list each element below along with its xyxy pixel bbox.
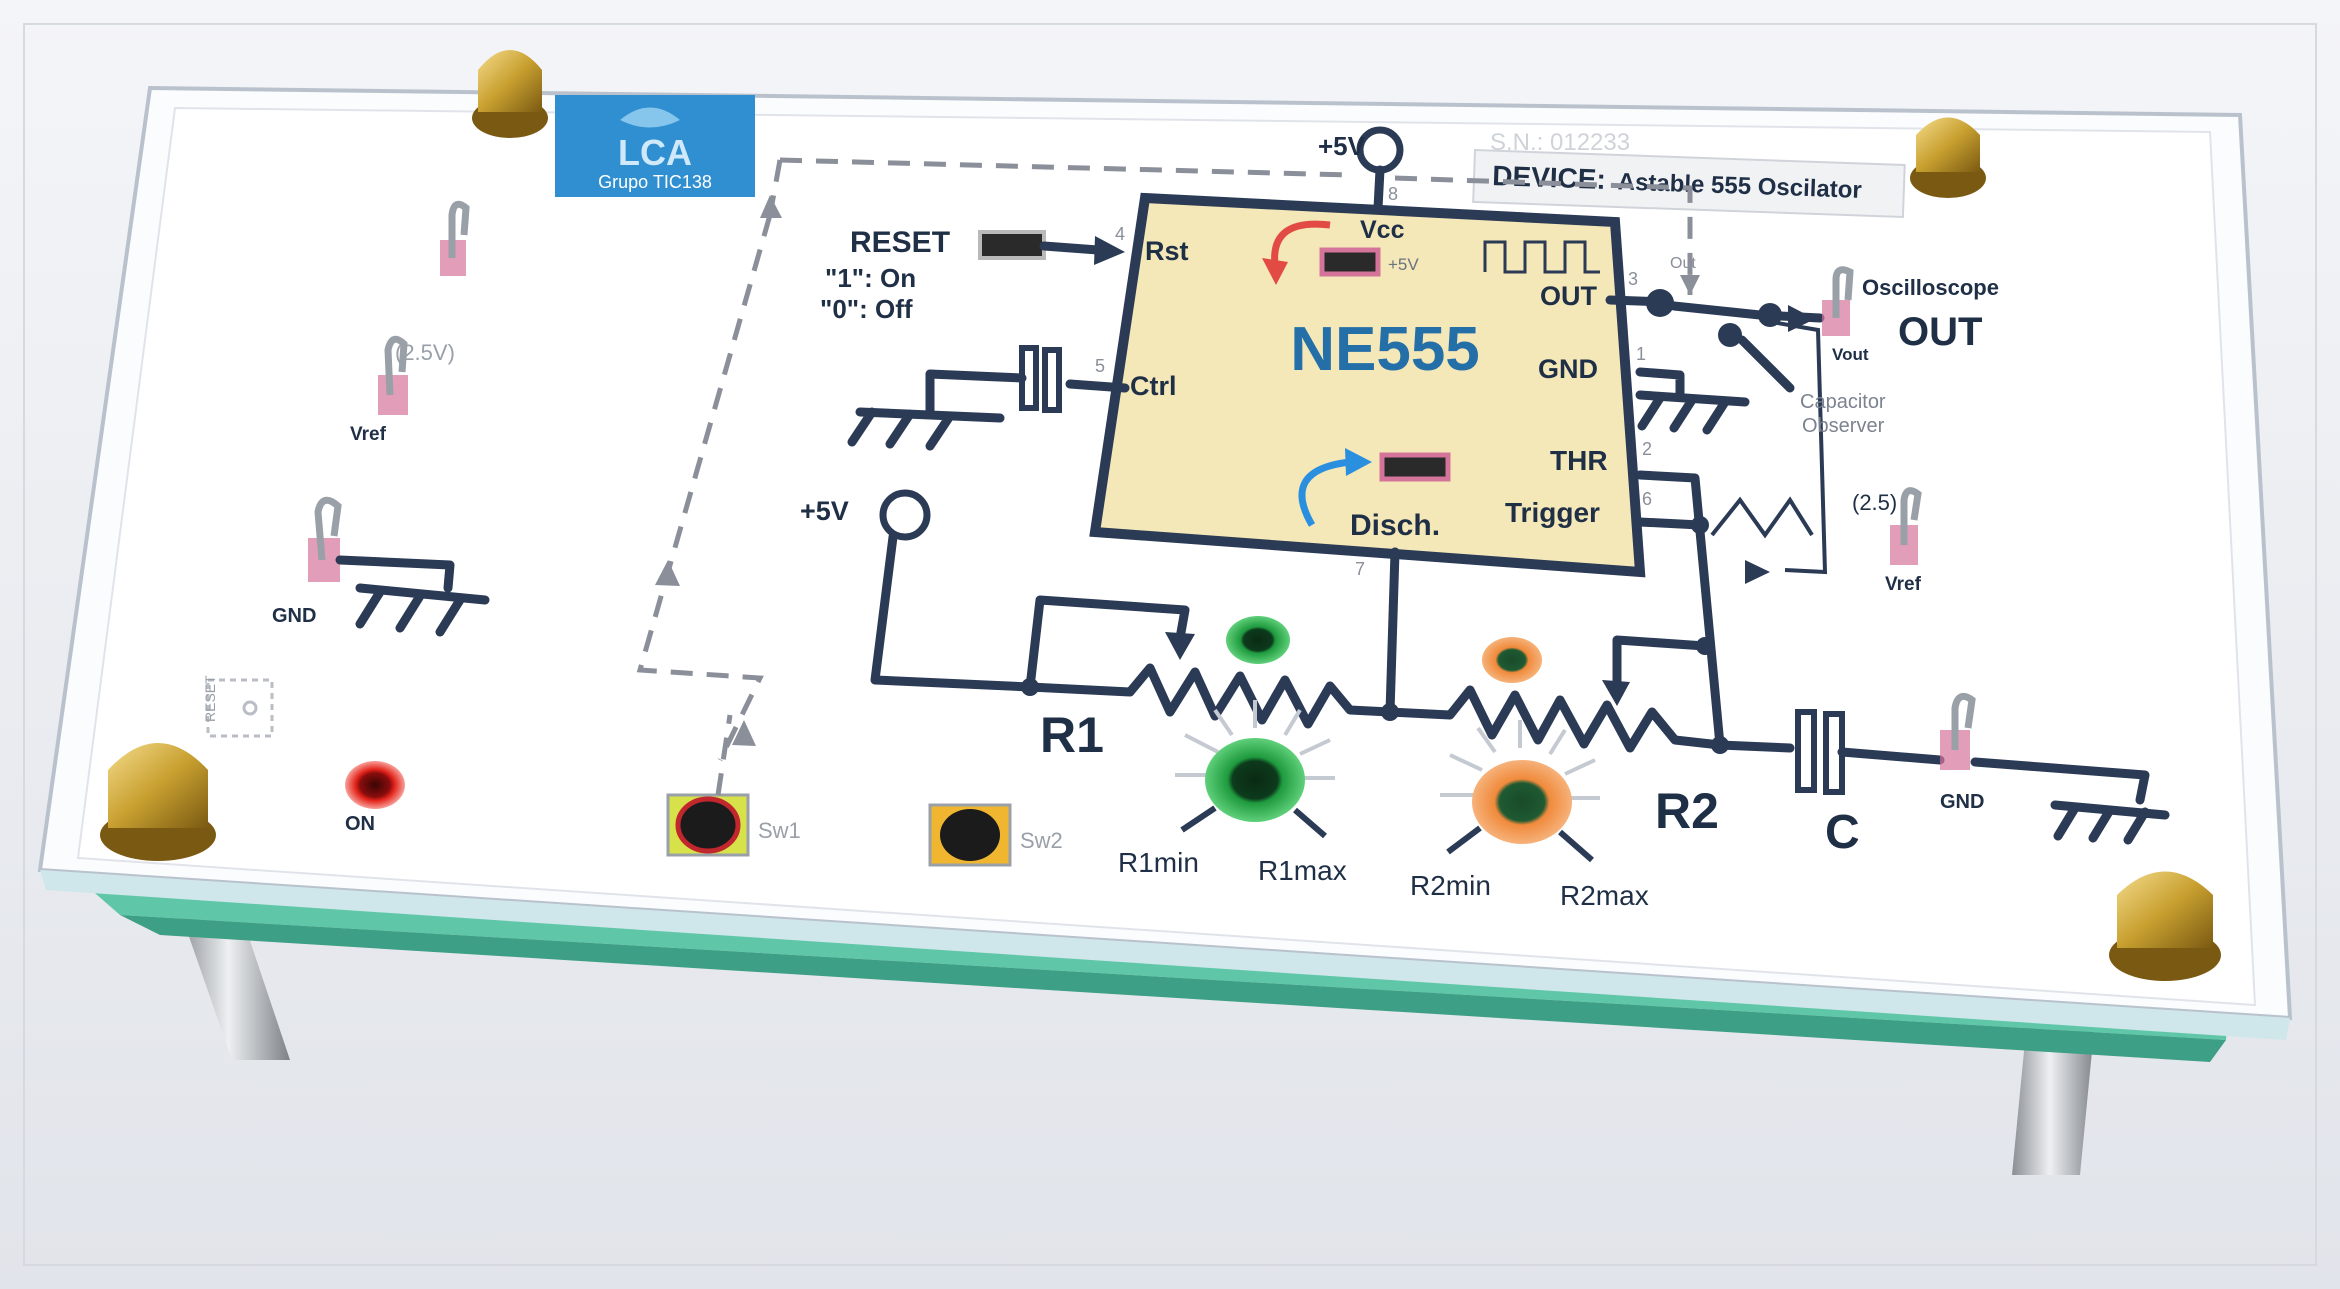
- pin-number-3: 3: [1628, 269, 1638, 289]
- logo-name: LCA: [618, 132, 692, 173]
- ne555-chip: NE555 Rst Ctrl Vcc OUT GND THR Trigger D…: [1089, 192, 1646, 578]
- capacitor-observer-line1: Capacitor: [1800, 391, 1886, 413]
- r2-jack[interactable]: [1482, 637, 1542, 683]
- vcc-left-label: +5V: [800, 496, 849, 526]
- pin-trigger-label: Trigger: [1505, 497, 1600, 528]
- on-led-label: ON: [345, 813, 375, 835]
- vcc-terminal-left[interactable]: +5V: [800, 489, 931, 541]
- switch-sw2[interactable]: Sw2: [928, 803, 1063, 867]
- nut-bottom-left: [100, 743, 216, 861]
- vref-left-label: Vref: [350, 424, 387, 445]
- reset-off-text: "0": Off: [820, 294, 913, 324]
- vout-label: Vout: [1832, 345, 1869, 364]
- vref-left-value: (2.5V): [395, 340, 455, 365]
- device-prefix: DEVICE:: [1492, 160, 1607, 195]
- reset-jumper[interactable]: [978, 230, 1046, 260]
- pin-ctrl-label: Ctrl: [1130, 371, 1177, 401]
- nut-top-left: [472, 50, 548, 138]
- r2min-label: R2min: [1410, 870, 1491, 901]
- pin-number-1: 1: [1636, 344, 1646, 364]
- r1min-label: R1min: [1118, 847, 1199, 878]
- r2-knob[interactable]: R2min R2max: [1410, 720, 1649, 911]
- chip-name: NE555: [1290, 315, 1480, 384]
- dashed-signal-path: [636, 157, 1700, 762]
- leaf-icon: [620, 107, 680, 128]
- r2-label: R2: [1655, 783, 1719, 839]
- blue-arrow-icon: [1298, 458, 1351, 527]
- pin-disch-label: Disch.: [1350, 509, 1440, 542]
- switch-sw1[interactable]: Sw1: [666, 793, 801, 857]
- jumper-label: +5V: [1388, 255, 1419, 274]
- pin-number-8: 8: [1388, 184, 1398, 204]
- resistor-network: R1 R2: [870, 470, 1795, 839]
- pin-number-2: 2: [1642, 439, 1652, 459]
- brass-nuts: [100, 50, 2221, 981]
- sw2-label: Sw2: [1020, 828, 1063, 853]
- lab-logo: LCA Grupo TIC138: [555, 95, 755, 197]
- pin-vcc-label: Vcc: [1360, 216, 1405, 244]
- output-section: Out Oscilloscope OUT Vout Capacitor Obse…: [1605, 255, 1999, 437]
- vref-right-label: Vref: [1885, 574, 1922, 595]
- gnd-right-label: GND: [1940, 791, 1984, 813]
- pin-number-4: 4: [1115, 224, 1125, 244]
- r1-knob[interactable]: R1min R1max: [1118, 700, 1347, 886]
- oscilloscope-label: Oscilloscope: [1862, 275, 1999, 300]
- red-arrow-icon: [1271, 220, 1331, 266]
- pin-rst-label: Rst: [1145, 236, 1189, 266]
- c-label: C: [1825, 806, 1860, 859]
- vcc-jumper[interactable]: [1319, 247, 1381, 277]
- reset-on-text: "1": On: [825, 263, 916, 293]
- reset-small-label: RESET: [202, 675, 218, 722]
- ctrl-capacitor: [847, 345, 1130, 451]
- vref-right[interactable]: [1890, 487, 1922, 565]
- gnd-left-test-hook[interactable]: [308, 496, 342, 582]
- gnd-left-label: GND: [272, 605, 316, 627]
- pin-thr-label: THR: [1550, 445, 1608, 476]
- vcc-terminal-top[interactable]: +5V: [1318, 126, 1404, 174]
- r2max-label: R2max: [1560, 880, 1649, 911]
- reset-small-button[interactable]: RESET: [202, 675, 274, 738]
- capacitor-observer-line2: Observer: [1802, 415, 1885, 437]
- vref-right-value: (2.5): [1852, 490, 1897, 515]
- pin-number-6: 6: [1642, 489, 1652, 509]
- capacitor-c: C GND: [1795, 709, 2170, 859]
- disch-jumper[interactable]: [1379, 452, 1451, 482]
- r1-label: R1: [1040, 707, 1104, 763]
- vout-test-hook[interactable]: [1822, 266, 1854, 336]
- pin-gnd-label: GND: [1538, 354, 1598, 384]
- device-label: DEVICE:Astable 555 Oscilator: [1472, 148, 1906, 219]
- nut-top-right: [1910, 117, 1986, 198]
- r1max-label: R1max: [1258, 855, 1347, 886]
- reset-arrow-icon: [1094, 236, 1125, 265]
- vcc-top-label: +5V: [1318, 131, 1366, 161]
- reset-block: RESET "1": On "0": Off: [820, 226, 1046, 324]
- vref-left[interactable]: [378, 335, 408, 415]
- sw1-label: Sw1: [758, 818, 801, 843]
- nut-bottom-right: [2109, 871, 2221, 981]
- left-top-test-hook[interactable]: [440, 200, 470, 276]
- square-wave-icon: [1483, 240, 1600, 274]
- out-small-label: Out: [1670, 255, 1696, 272]
- pin-number-5: 5: [1095, 356, 1105, 376]
- r1-jack[interactable]: [1226, 616, 1290, 664]
- pin-out-label: OUT: [1540, 281, 1598, 311]
- pin-number-7: 7: [1355, 559, 1365, 579]
- triangle-wave-icon: [1710, 496, 1814, 539]
- on-led: ON: [345, 761, 405, 835]
- gnd-right-test-hook[interactable]: [1940, 692, 1976, 770]
- out-big-label: OUT: [1898, 310, 1982, 354]
- reset-title: RESET: [850, 226, 950, 259]
- logo-subtitle: Grupo TIC138: [598, 172, 712, 192]
